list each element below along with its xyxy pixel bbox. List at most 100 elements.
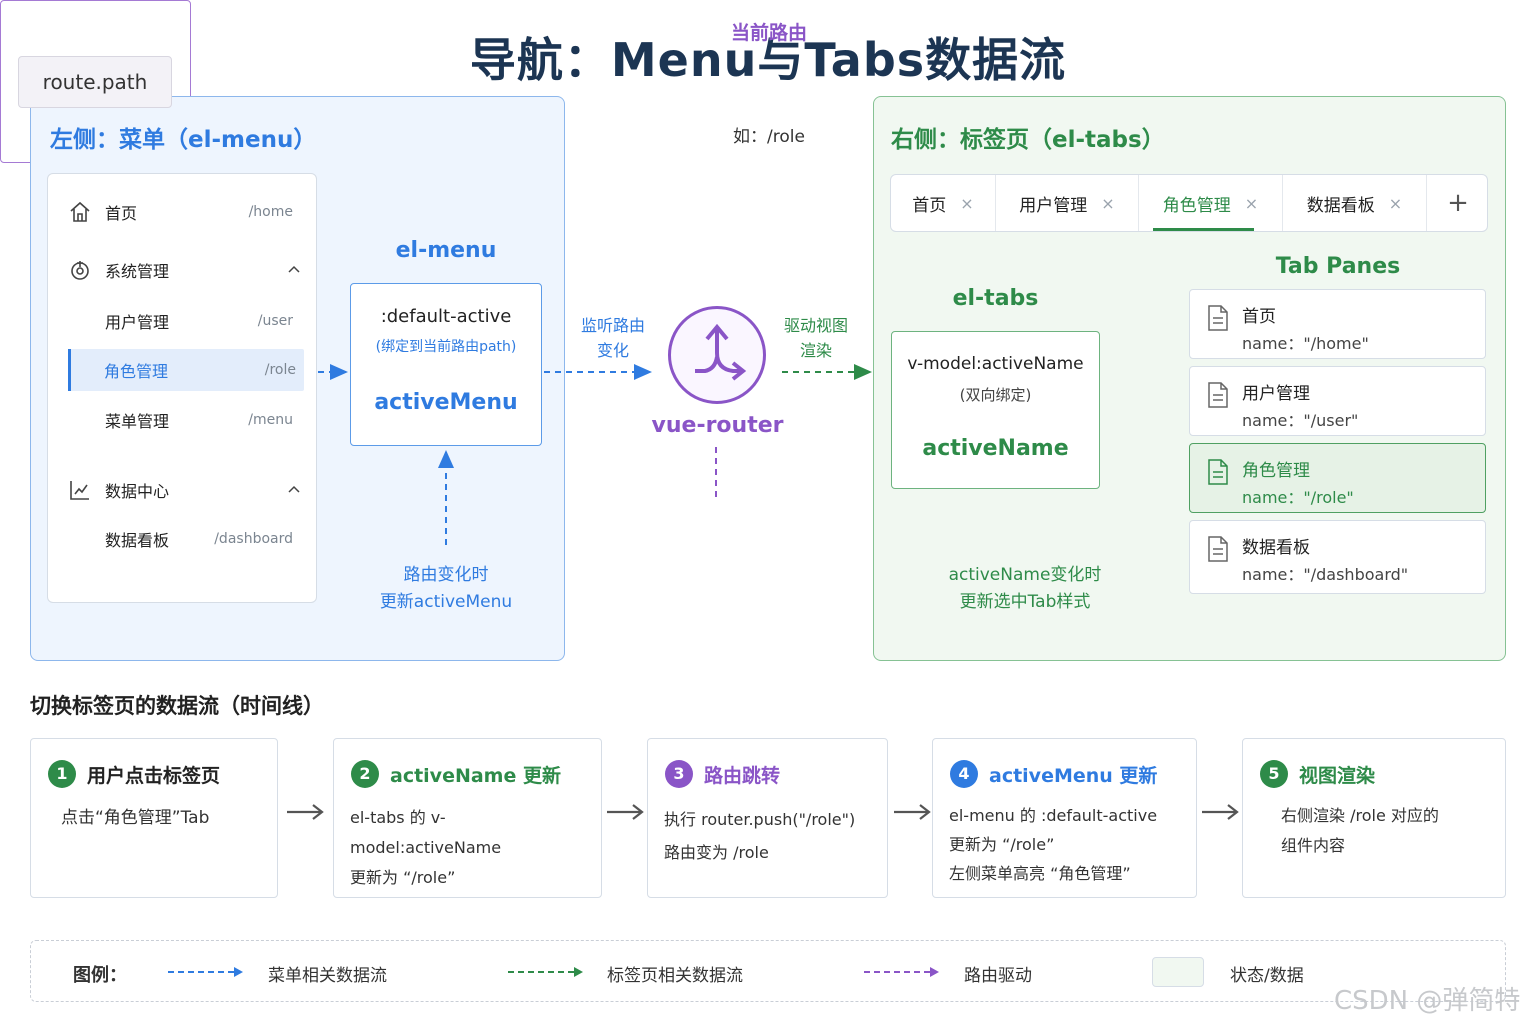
note-line: 渲染 [799, 341, 832, 360]
menu-item-role-active[interactable]: 角色管理 /role [68, 349, 304, 391]
timeline-step-1: 1 用户点击标签页 点击“角色管理”Tab [30, 738, 278, 898]
close-icon[interactable]: × [960, 193, 974, 213]
step-heading: 视图渲染 [1299, 765, 1376, 787]
step-line: 组件内容 [1281, 836, 1346, 855]
tab-role-active[interactable]: 角色管理 × [1139, 175, 1283, 231]
legend-router-drive: 路由驱动 [964, 966, 1032, 986]
step-heading: activeMenu 更新 [989, 765, 1158, 787]
tab-label: 用户管理 [1019, 195, 1088, 216]
timeline-step-2: 2 activeName 更新 el-tabs 的 v-model:active… [333, 738, 602, 898]
el-tabs-state-box: v-model:activeName (双向绑定) activeName [891, 331, 1100, 489]
legend-state-data: 状态/数据 [1230, 966, 1304, 986]
note-line: 更新activeMenu [379, 592, 513, 612]
vmodel-attr: v-model:activeName [907, 354, 1084, 374]
home-icon [70, 201, 90, 222]
arrow-right-icon [894, 804, 931, 820]
menu-item-dashboard[interactable]: 数据看板 /dashboard [48, 518, 316, 560]
step-body: el-tabs 的 v-model:activeName 更新为 “/role” [350, 803, 593, 893]
add-tab-button[interactable]: + [1447, 188, 1469, 218]
chevron-up-icon [288, 485, 300, 493]
drive-render-note: 驱动视图 渲染 [778, 313, 854, 363]
step-line: el-tabs 的 v-model:activeName [350, 808, 502, 857]
step-line: el-menu 的 :default-active [949, 806, 1158, 825]
note-line: 路由变化时 [403, 565, 489, 585]
watermark: CSDN @弹简特 [1334, 986, 1521, 1016]
pane-name: name："/user" [1242, 411, 1359, 430]
legend-state-swatch [1152, 957, 1204, 987]
settings-icon [71, 261, 89, 280]
note-line: 监听路由 [580, 316, 645, 335]
step-number: 3 [665, 760, 693, 788]
close-icon[interactable]: × [1244, 193, 1259, 213]
menu-item-menu[interactable]: 菜单管理 /menu [48, 399, 316, 441]
page-title: 导航：Menu与Tabs数据流 [469, 33, 1067, 87]
step-heading: 路由跳转 [704, 765, 781, 787]
el-tabs-label: el-tabs [952, 286, 1039, 311]
route-example: 如：/role [733, 127, 805, 147]
arrow-right-icon [1202, 804, 1239, 820]
step-body: el-menu 的 :default-active 更新为 “/role” 左侧… [949, 801, 1188, 888]
el-tabs-mock: 首页 × 用户管理 × 角色管理 × 数据看板 × + [890, 174, 1488, 232]
tab-dashboard[interactable]: 数据看板 × [1283, 175, 1427, 231]
step-line: 更新为 “/role” [350, 868, 456, 887]
step-body: 点击“角色管理”Tab [61, 803, 269, 833]
tab-pane-user: 用户管理 name："/user" [1189, 366, 1486, 436]
pane-name: name："/home" [1242, 334, 1369, 353]
timeline-step-3: 3 路由跳转 执行 router.push("/role") 路由变为 /rol… [647, 738, 888, 898]
step-heading: activeName 更新 [390, 765, 561, 787]
step-line: 右侧渲染 /role 对应的 [1281, 806, 1439, 825]
legend-menu-flow: 菜单相关数据流 [268, 966, 387, 986]
timeline-step-4: 4 activeMenu 更新 el-menu 的 :default-activ… [932, 738, 1197, 898]
step-number: 1 [48, 760, 76, 788]
menu-item-path: /user [257, 313, 293, 329]
active-indicator [68, 349, 71, 391]
legend-blue-dashed-arrow [168, 967, 243, 977]
menu-item-user[interactable]: 用户管理 /user [48, 300, 316, 342]
tab-home[interactable]: 首页 × [891, 175, 996, 231]
el-menu-mock: 首页 /home 系统管理 用户管理 /user 角色管理 /role 菜单管理… [47, 173, 317, 603]
timeline-step-5: 5 视图渲染 右侧渲染 /role 对应的 组件内容 [1242, 738, 1506, 898]
menu-item-path: /menu [248, 412, 293, 428]
chart-icon [70, 481, 89, 500]
activename-change-note: activeName变化时 更新选中Tab样式 [930, 562, 1120, 616]
pane-title: 数据看板 [1242, 538, 1310, 558]
menu-item-home[interactable]: 首页 /home [48, 191, 316, 233]
menu-item-path: /home [248, 204, 293, 220]
menu-item-label: 菜单管理 [105, 412, 170, 431]
menu-group-label: 数据中心 [105, 482, 170, 501]
step-line: 路由变为 /role [664, 843, 769, 862]
legend-tabs-flow: 标签页相关数据流 [607, 966, 743, 986]
legend: 图例： 菜单相关数据流 标签页相关数据流 路由驱动 状态/数据 [30, 940, 1506, 1002]
step-number: 5 [1260, 760, 1288, 788]
step-line: 左侧菜单高亮 “角色管理” [949, 864, 1131, 883]
step-number: 2 [351, 760, 379, 788]
arrow-right-icon [287, 804, 324, 820]
menu-group-data[interactable]: 数据中心 [48, 469, 316, 511]
document-icon [1208, 536, 1228, 562]
tab-user[interactable]: 用户管理 × [996, 175, 1139, 231]
active-name-var: activeName [922, 436, 1069, 461]
route-path-value: route.path [18, 56, 172, 108]
close-icon[interactable]: × [1101, 193, 1115, 213]
router-label: vue-router [651, 413, 784, 438]
menu-item-label: 用户管理 [105, 313, 170, 332]
note-line: 更新选中Tab样式 [959, 592, 1091, 612]
legend-purple-dashed-arrow [864, 967, 939, 977]
close-icon[interactable]: × [1388, 193, 1403, 213]
step-heading: 用户点击标签页 [87, 765, 221, 787]
timeline-title: 切换标签页的数据流（时间线） [30, 694, 324, 718]
menu-item-label: 首页 [105, 204, 138, 223]
current-route-title: 当前路由 [730, 22, 807, 44]
pane-title: 用户管理 [1242, 384, 1310, 404]
left-panel-title: 左侧：菜单（el-menu） [50, 127, 317, 153]
arrow-right-icon [607, 804, 644, 820]
step-body: 执行 router.push("/role") 路由变为 /role [664, 803, 879, 869]
listen-route-note: 监听路由 变化 [572, 313, 654, 363]
step-line: 点击“角色管理”Tab [61, 808, 210, 828]
current-route-box: 当前路由 route.path 如：/role [0, 0, 807, 163]
router-node [668, 306, 766, 404]
document-icon [1208, 459, 1228, 485]
tab-pane-dashboard: 数据看板 name："/dashboard" [1189, 520, 1486, 594]
menu-group-system[interactable]: 系统管理 [48, 249, 316, 291]
right-panel-title: 右侧：标签页（el-tabs） [891, 127, 1165, 153]
